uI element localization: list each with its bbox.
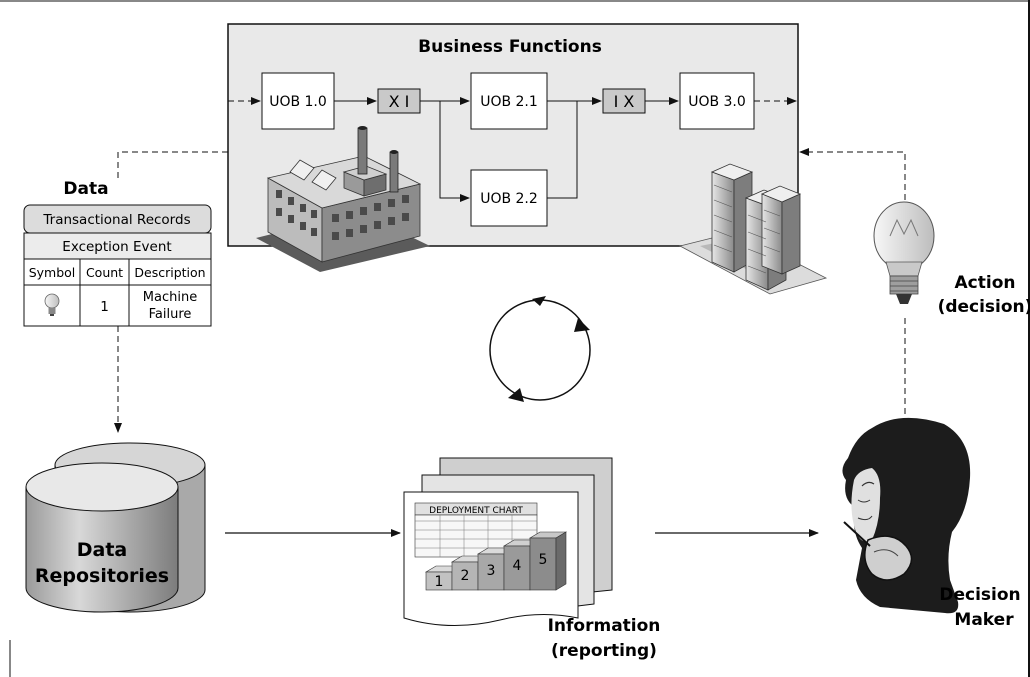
- factory-icon: [256, 126, 430, 272]
- uob-2-1-box[interactable]: UOB 2.1: [470, 72, 548, 130]
- lightbulb-icon: [44, 293, 60, 316]
- lightbulb-icon: [873, 201, 935, 304]
- uob-1-0-label: UOB 1.0: [269, 94, 327, 110]
- action-label-line2: (decision): [938, 297, 1030, 317]
- column-header-symbol: Symbol: [29, 265, 76, 280]
- repositories-label-line2: Repositories: [35, 565, 169, 587]
- uob-1-0-box[interactable]: UOB 1.0: [261, 72, 335, 130]
- xor-split-label: X I: [389, 92, 410, 111]
- data-feed-line: [117, 151, 228, 178]
- repositories-label-line1: Data: [77, 539, 128, 561]
- decision-maker-label-line2: Maker: [954, 610, 1014, 630]
- column-header-count: Count: [86, 265, 123, 280]
- data-heading: Data: [63, 179, 108, 199]
- xor-split-box[interactable]: X I: [377, 88, 421, 114]
- decision-maker-label-line1: Decision: [939, 585, 1020, 605]
- record-description-line1: Machine: [143, 290, 197, 305]
- exception-event-row: Exception Event: [62, 239, 171, 255]
- step-label-1: 1: [435, 574, 444, 590]
- arrow-x-to-22: [439, 101, 470, 202]
- information-caption-line2: (reporting): [551, 641, 657, 661]
- report-icon: DEPLOYMENT CHART 1 2 3 4 5: [403, 457, 613, 626]
- xor-join-box[interactable]: I X: [602, 88, 646, 114]
- arrow-22-to-join: [547, 101, 578, 199]
- cycle-icon: [489, 296, 591, 402]
- column-header-description: Description: [134, 265, 205, 280]
- uob-3-0-box[interactable]: UOB 3.0: [679, 72, 755, 130]
- deployment-chart-title: DEPLOYMENT CHART: [429, 506, 523, 516]
- uob-2-2-box[interactable]: UOB 2.2: [470, 169, 548, 227]
- transactional-records-table: Transactional Records Exception Event Sy…: [23, 204, 212, 327]
- process-flow: UOB 1.0 X I UOB 2.1 UOB 2.2 I X UOB 3.0: [228, 72, 797, 227]
- database-icon: [25, 442, 206, 613]
- skyscrapers-icon: [678, 163, 828, 295]
- information-caption-line1: Information: [548, 616, 661, 636]
- table-title: Transactional Records: [42, 212, 190, 228]
- step-label-3: 3: [487, 563, 496, 579]
- business-functions-title: Business Functions: [418, 37, 602, 57]
- record-description-line2: Failure: [149, 307, 192, 322]
- step-label-5: 5: [539, 552, 548, 568]
- xor-join-label: I X: [614, 92, 635, 111]
- action-label-line1: Action: [955, 273, 1016, 293]
- step-label-4: 4: [513, 558, 522, 574]
- action-feedback-line: [799, 148, 906, 200]
- record-count: 1: [100, 299, 109, 315]
- uob-2-2-label: UOB 2.2: [480, 191, 538, 207]
- uob-3-0-label: UOB 3.0: [688, 94, 746, 110]
- thinking-man-icon: [842, 417, 971, 614]
- step-label-2: 2: [461, 568, 470, 584]
- uob-2-1-label: UOB 2.1: [480, 94, 538, 110]
